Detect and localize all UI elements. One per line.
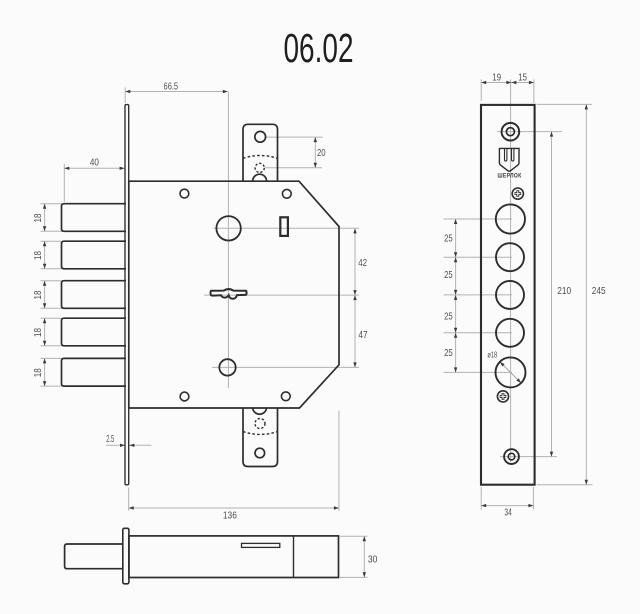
svg-text:136: 136 [223, 510, 237, 521]
svg-text:2.5: 2.5 [106, 434, 114, 445]
svg-text:66.5: 66.5 [164, 81, 179, 92]
svg-text:18: 18 [33, 251, 44, 260]
svg-text:ø18: ø18 [487, 350, 497, 360]
svg-text:245: 245 [592, 286, 606, 297]
svg-text:25: 25 [444, 311, 453, 322]
svg-text:ШЕРЛОК: ШЕРЛОК [498, 172, 522, 179]
svg-text:30: 30 [368, 554, 378, 565]
svg-text:19: 19 [492, 73, 501, 84]
svg-text:25: 25 [444, 270, 453, 281]
svg-text:42: 42 [358, 258, 367, 269]
svg-text:25: 25 [444, 348, 453, 359]
svg-text:47: 47 [358, 330, 367, 341]
svg-text:18: 18 [33, 368, 44, 377]
svg-text:18: 18 [33, 213, 44, 222]
svg-text:210: 210 [557, 286, 571, 297]
svg-text:40: 40 [90, 157, 99, 168]
svg-text:06.02: 06.02 [284, 25, 354, 71]
svg-text:25: 25 [444, 234, 453, 245]
svg-text:20: 20 [317, 148, 326, 159]
svg-text:34: 34 [504, 508, 512, 519]
svg-text:18: 18 [33, 328, 44, 337]
svg-text:15: 15 [518, 73, 527, 84]
svg-text:18: 18 [33, 290, 44, 299]
